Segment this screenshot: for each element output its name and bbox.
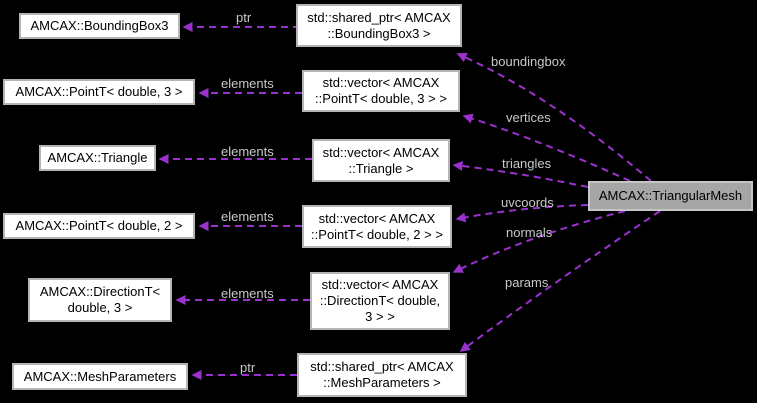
edge-label-ptr-boundingbox3: ptr (236, 10, 252, 25)
edge-normals (452, 210, 626, 273)
node-amcax-triangle[interactable]: AMCAX::Triangle (39, 145, 156, 171)
edge-label-ptr-meshparameters: ptr (240, 360, 256, 375)
node-std-shared-ptr-meshparameters[interactable]: std::shared_ptr< AMCAX ::MeshParameters … (297, 353, 467, 397)
edge-label-vertices: vertices (506, 110, 551, 125)
node-amcax-meshparameters[interactable]: AMCAX::MeshParameters (12, 363, 188, 390)
node-std-vector-triangle[interactable]: std::vector< AMCAX ::Triangle > (312, 139, 450, 182)
edge-params (459, 210, 661, 352)
edge-label-elements-triangle: elements (221, 144, 274, 159)
node-std-shared-ptr-boundingbox3[interactable]: std::shared_ptr< AMCAX ::BoundingBox3 > (296, 4, 462, 47)
edge-triangles (452, 161, 589, 188)
edge-label-elements-pointt3: elements (221, 76, 274, 91)
edge-label-params: params (505, 275, 549, 290)
node-std-vector-directiont-double-3[interactable]: std::vector< AMCAX ::DirectionT< double,… (310, 272, 450, 330)
edge-label-triangles: triangles (502, 156, 552, 171)
edge-label-elements-directiont: elements (221, 286, 274, 301)
edge-label-boundingbox: boundingbox (491, 54, 566, 69)
node-std-vector-pointt-double-2[interactable]: std::vector< AMCAX ::PointT< double, 2 >… (302, 205, 452, 248)
node-amcax-boundingbox3[interactable]: AMCAX::BoundingBox3 (19, 13, 180, 39)
node-std-vector-pointt-double-3[interactable]: std::vector< AMCAX ::PointT< double, 3 >… (302, 70, 460, 112)
node-amcax-pointt-double-2[interactable]: AMCAX::PointT< double, 2 > (3, 213, 195, 239)
edge-label-elements-pointt2: elements (221, 209, 274, 224)
edge-label-uvcoords: uvcoords (501, 195, 554, 210)
node-amcax-pointt-double-3[interactable]: AMCAX::PointT< double, 3 > (3, 79, 195, 105)
node-amcax-directiont-double-3[interactable]: AMCAX::DirectionT< double, 3 > (28, 278, 172, 322)
edge-vertices (462, 113, 631, 182)
edge-uvcoords (455, 204, 589, 223)
edge-boundingbox (456, 52, 652, 182)
node-amcax-triangularmesh: AMCAX::TriangularMesh (588, 181, 753, 211)
edge-label-normals: normals (506, 225, 553, 240)
